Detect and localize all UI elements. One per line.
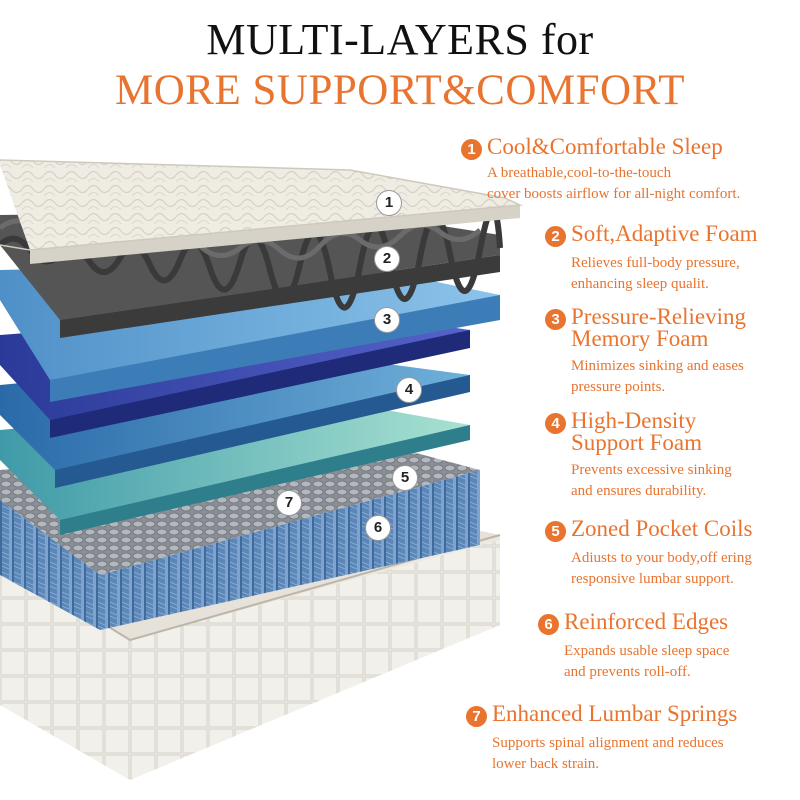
layer-marker-6: 6 [365,515,391,541]
feature-title: Reinforced Edges [564,609,729,634]
headline-line1: MULTI-LAYERS for [206,15,594,64]
feature-5: 5 Zoned Pocket Coils Adiusts to your bod… [545,516,795,590]
feature-number-badge: 1 [461,139,482,160]
feature-3: 3 Pressure-Relieving Memory Foam Minimiz… [545,304,795,398]
feature-description: Expands usable sleep space and prevents … [564,643,730,680]
headline-line2: MORE SUPPORT&COMFORT [115,67,685,114]
feature-description: A breathable,cool-to-the-touch cover boo… [487,165,741,202]
feature-number-badge: 3 [545,309,566,330]
feature-7: 7 Enhanced Lumbar Springs Supports spina… [466,701,796,775]
layer-marker-4: 4 [396,377,422,403]
feature-title: Cool&Comfortable Sleep [487,134,723,159]
feature-title: Soft,Adaptive Foam [571,221,758,246]
layer-marker-3: 3 [374,307,400,333]
feature-description: Relieves full-body pressure, enhancing s… [571,255,740,292]
feature-description: Prevents excessive sinking and ensures d… [571,462,732,499]
feature-2: 2 Soft,Adaptive Foam Relieves full-body … [545,221,795,295]
feature-number-badge: 6 [538,614,559,635]
feature-title: Pressure-Relieving Memory Foam [571,304,747,351]
feature-number-badge: 7 [466,706,487,727]
feature-4: 4 High-Density Support Foam Prevents exc… [545,408,795,502]
layer-marker-2: 2 [374,246,400,272]
feature-number-badge: 2 [545,226,566,247]
layer-marker-5: 5 [392,465,418,491]
feature-number-badge: 4 [545,413,566,434]
layer-marker-7: 7 [276,490,302,516]
feature-6: 6 Reinforced Edges Expands usable sleep … [538,609,796,683]
feature-title: Enhanced Lumbar Springs [492,701,738,726]
feature-1: 1 Cool&Comfortable Sleep A breathable,co… [461,134,796,205]
feature-number-badge: 5 [545,521,566,542]
layer-marker-1: 1 [376,190,402,216]
feature-description: Adiusts to your body,off ering responsiv… [571,550,752,587]
feature-title: Zoned Pocket Coils [571,516,753,541]
feature-description: Supports spinal alignment and reduces lo… [492,735,724,772]
feature-title: High-Density Support Foam [571,408,702,455]
feature-description: Minimizes sinking and eases pressure poi… [571,358,744,395]
